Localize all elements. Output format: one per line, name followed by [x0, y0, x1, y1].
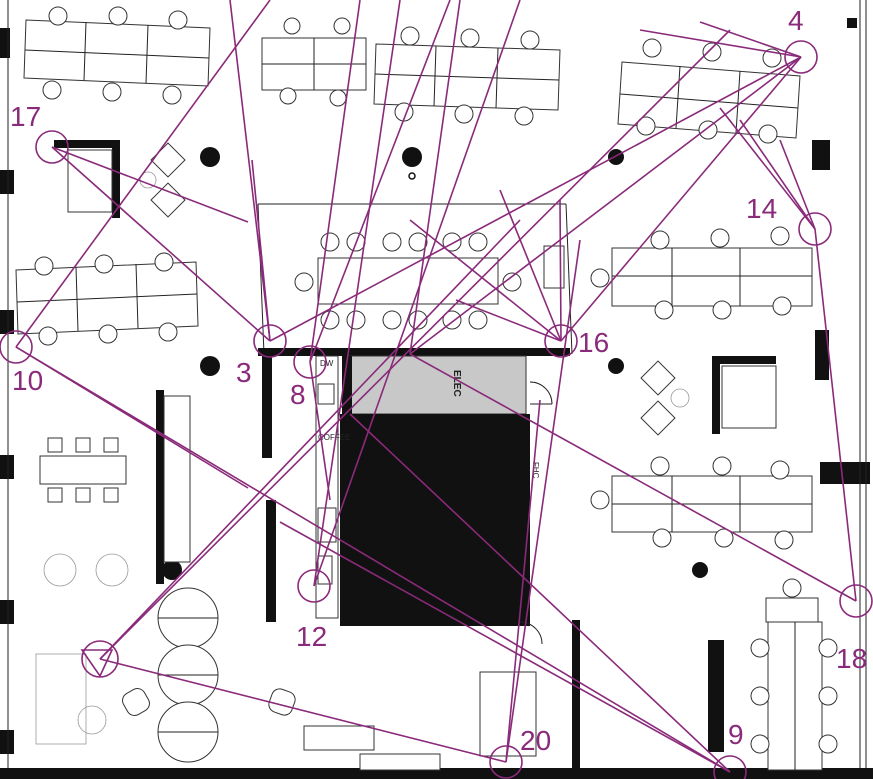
- fhc-label: FHC: [531, 462, 540, 479]
- node-16[interactable]: [544, 324, 578, 358]
- lounge-chairs: [54, 140, 777, 436]
- node-8[interactable]: [293, 345, 327, 379]
- node-label-16: 16: [578, 327, 609, 358]
- connection-nodes: [0, 40, 873, 779]
- node-12[interactable]: [297, 569, 331, 603]
- node-label-4: 4: [788, 5, 804, 36]
- node-18[interactable]: [839, 584, 873, 618]
- node-10[interactable]: [0, 330, 33, 364]
- node-label-3: 3: [236, 357, 252, 388]
- connection-lines: [15, 0, 857, 773]
- building-core: [156, 348, 724, 770]
- node-label-9: 9: [728, 719, 744, 750]
- node-unlabeled-marker: [80, 649, 114, 678]
- elec-room-label: ELEC: [451, 370, 462, 397]
- workstations-left: [15, 252, 199, 346]
- cafe-area: [35, 437, 537, 771]
- node-17[interactable]: [35, 130, 69, 164]
- workstations-top-center: [261, 17, 561, 126]
- workstations-right: [590, 226, 813, 550]
- node-9[interactable]: [713, 755, 747, 779]
- node-14[interactable]: [798, 212, 832, 246]
- node-label-8: 8: [290, 379, 306, 410]
- coffee-label: COFFEE: [318, 433, 350, 442]
- node-label-17: 17: [10, 101, 41, 132]
- node-label-10: 10: [12, 365, 43, 396]
- node-20[interactable]: [489, 745, 523, 779]
- dw-label: DW: [320, 359, 334, 368]
- node-3[interactable]: [253, 324, 287, 358]
- room-labels: ELEC FHC DW COFFEE: [318, 359, 540, 479]
- conference-room: [257, 203, 573, 355]
- node-4[interactable]: [784, 40, 818, 74]
- node-labels: 4 17 14 3 16 10 8 12 18 9 20: [10, 5, 867, 756]
- node-label-12: 12: [296, 621, 327, 652]
- workstations-top-left: [23, 6, 211, 105]
- node-label-18: 18: [836, 643, 867, 674]
- workstations-bottom-right: [750, 578, 838, 771]
- node-label-20: 20: [520, 725, 551, 756]
- node-label-14: 14: [746, 193, 777, 224]
